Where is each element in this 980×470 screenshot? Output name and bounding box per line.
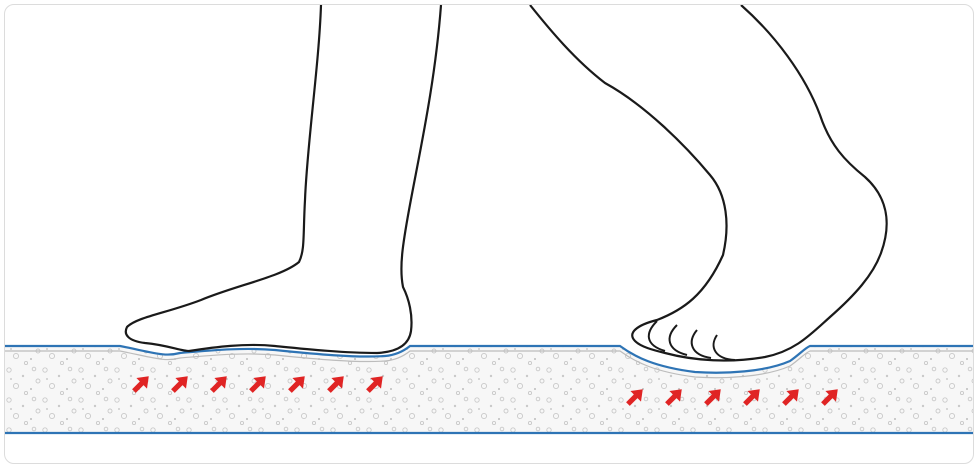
foam-layer [5, 346, 974, 433]
left-foot-outline [126, 5, 441, 353]
foot-pressure-diagram [5, 5, 974, 464]
illustration-card [4, 4, 974, 464]
foam-texture [5, 346, 974, 433]
right-foot-outline [530, 5, 887, 360]
